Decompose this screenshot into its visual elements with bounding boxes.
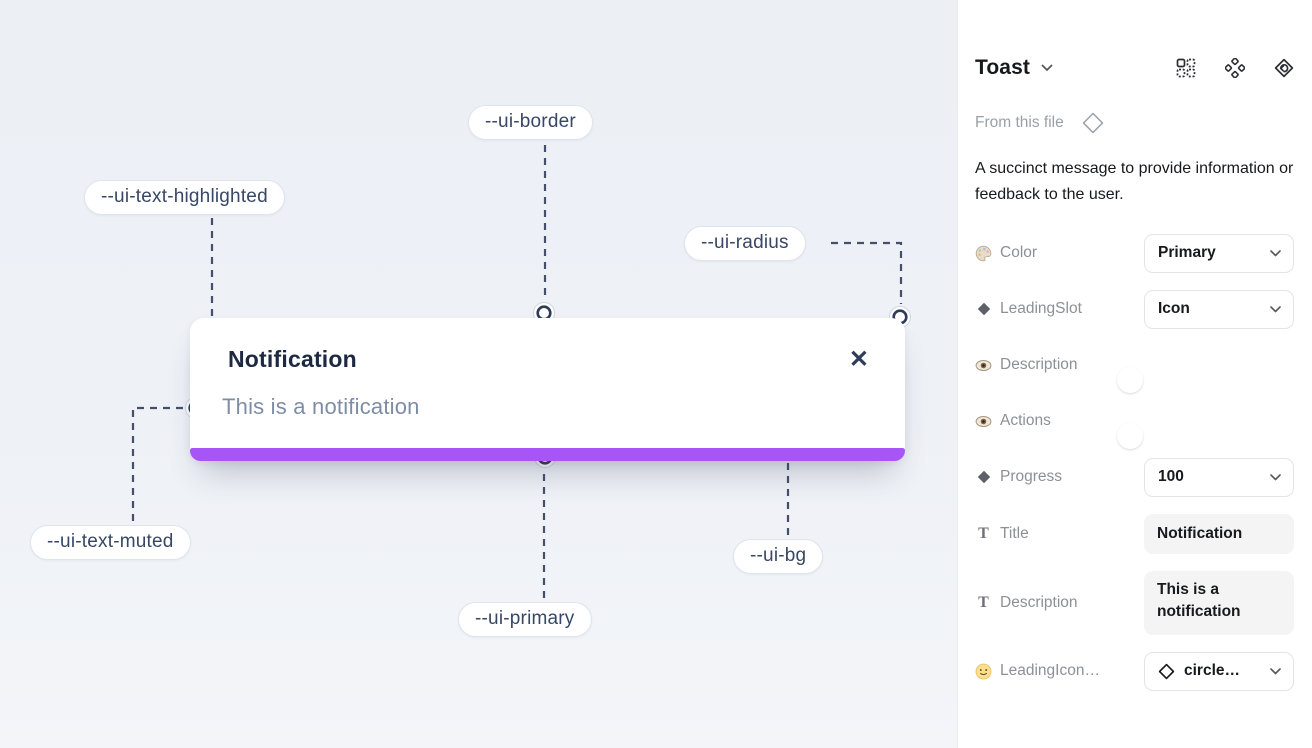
prop-label-description: Description (1000, 356, 1078, 374)
instance-grid-icon[interactable] (1176, 58, 1196, 78)
var-label-ui-primary: --ui-primary (458, 602, 592, 637)
prop-row-color: Color Primary (975, 233, 1294, 273)
prop-label-color: Color (1000, 244, 1038, 262)
chevron-down-icon (1270, 668, 1281, 675)
toggle-knob (1116, 366, 1143, 393)
properties-panel: Toast From this file (958, 0, 1312, 748)
text-icon: T (978, 593, 989, 611)
panel-header: Toast (975, 56, 1294, 80)
prop-label-description-text: Description (1000, 593, 1078, 611)
progress-select[interactable]: 100 (1144, 457, 1294, 497)
leadingicon-select[interactable]: circle… (1144, 651, 1294, 691)
var-label-ui-text-highlighted: --ui-text-highlighted (84, 180, 285, 215)
toast-progress-bar (190, 448, 905, 461)
eye-icon (975, 413, 992, 430)
palette-icon (975, 245, 992, 262)
source-label: From this file (975, 114, 1064, 131)
source-row: From this file (975, 110, 1294, 136)
canvas: Notification This is a notification ✕ --… (0, 0, 958, 748)
connector-line-text-muted (131, 406, 183, 521)
prop-row-description-text: T Description This is a notification (975, 570, 1294, 635)
color-select[interactable]: Primary (1144, 233, 1294, 273)
prop-label-leadingicon: LeadingIcon… (1000, 662, 1100, 680)
leadingslot-select[interactable]: Icon (1144, 289, 1294, 329)
var-label-ui-border: --ui-border (468, 105, 593, 140)
text-icon: T (978, 524, 989, 542)
prop-row-leadingicon: LeadingIcon… circle… (975, 651, 1294, 691)
var-label-ui-text-muted: --ui-text-muted (30, 525, 191, 560)
prop-row-title: T Title Notification (975, 513, 1294, 554)
prop-label-progress: Progress (1000, 468, 1063, 486)
description-input[interactable]: This is a notification (1144, 570, 1294, 635)
prop-label-actions: Actions (1000, 412, 1051, 430)
prop-label-title: Title (1000, 524, 1029, 542)
var-label-ui-bg: --ui-bg (733, 539, 824, 574)
title-input[interactable]: Notification (1144, 513, 1294, 554)
toast-title: Notification (228, 346, 357, 372)
diamond-outline-icon (1082, 112, 1103, 134)
smiley-icon (975, 663, 992, 680)
connector-line-radius (831, 241, 903, 304)
diamond-outline-icon (1158, 663, 1175, 680)
diamond-icon (975, 469, 992, 486)
toggle-knob (1116, 422, 1143, 449)
panel-header-icons (1176, 58, 1294, 78)
close-icon[interactable]: ✕ (848, 346, 869, 373)
prop-row-leadingslot: LeadingSlot Icon (975, 289, 1294, 329)
prop-row-progress: Progress 100 (975, 457, 1294, 497)
component-description: A succinct message to provide informatio… (975, 160, 1294, 203)
chevron-down-icon[interactable] (1041, 64, 1053, 72)
toast-description: This is a notification (222, 394, 420, 419)
return-to-instance-icon[interactable] (1274, 58, 1294, 78)
property-rows: Color Primary LeadingSlot Icon (975, 233, 1294, 691)
var-label-ui-radius: --ui-radius (684, 226, 806, 261)
prop-row-actions-toggle: Actions (975, 402, 1294, 449)
diamond-icon (975, 301, 992, 318)
component-icon[interactable] (1225, 58, 1245, 78)
prop-label-leadingslot: LeadingSlot (1000, 300, 1082, 318)
chevron-down-icon (1270, 474, 1281, 481)
component-title: Toast (975, 56, 1030, 79)
toast-component[interactable]: Notification This is a notification ✕ (190, 318, 905, 461)
chevron-down-icon (1270, 306, 1281, 313)
prop-row-description-toggle: Description (975, 346, 1294, 393)
eye-icon (975, 357, 992, 374)
chevron-down-icon (1270, 250, 1281, 257)
